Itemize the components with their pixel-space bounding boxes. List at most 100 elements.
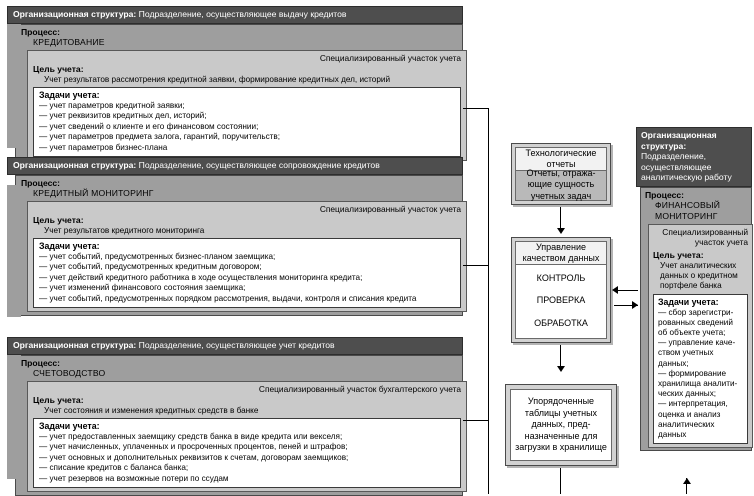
goal-text: Учет результатов рассмотрения кредитной … bbox=[44, 75, 391, 84]
goal-label: Цель учета: bbox=[33, 215, 84, 225]
task-item: — учет параметров бизнес-плана bbox=[39, 142, 168, 152]
task-item: — учет предоставленных заемщику средств … bbox=[39, 432, 343, 441]
specialization-text: Специализированный участок учета bbox=[319, 204, 461, 214]
quality-row: ПРОВЕРКА bbox=[536, 295, 586, 306]
task-item: — учет параметров кредитной заявки; bbox=[39, 101, 185, 110]
arrow-down-icon bbox=[557, 366, 565, 372]
org-structure-label: Организационная структура: bbox=[13, 340, 137, 350]
task-item: — учет реквизитов кредитных дел, историй… bbox=[39, 111, 207, 121]
process-name-line2: МОНИТОРИНГ bbox=[655, 210, 718, 221]
task-item: — учет сведений о клиенте и его финансов… bbox=[39, 121, 259, 131]
goal-label: Цель учета: bbox=[33, 64, 84, 74]
process-name: КРЕДИТОВАНИЕ bbox=[33, 37, 105, 47]
org-structure-label: Организационная структура: bbox=[13, 9, 137, 19]
task-item: — управление каче­ством учетных данных; bbox=[658, 338, 736, 368]
arrow-left-icon bbox=[612, 286, 618, 294]
accounting-area-box: Специализированный участок бухгалтерског… bbox=[27, 381, 467, 493]
org-block-schetovodstvo: Организационная структура: Подразделение… bbox=[7, 337, 467, 496]
org-structure-bar: Организационная структура: Подразделение… bbox=[7, 337, 463, 355]
org-structure-label: Организационная структура: bbox=[13, 160, 137, 170]
block-shadow bbox=[7, 355, 21, 479]
org-block-monitoring: Организационная структура: Подразделение… bbox=[7, 157, 467, 317]
task-item: — интерпретация, оценка и анализ аналити… bbox=[658, 399, 728, 439]
tasks-label: Задачи учета: bbox=[39, 90, 100, 100]
reports-body: Отчеты, отража­ющие сущность учетных зад… bbox=[515, 168, 607, 201]
task-item: — списание кредитов с баланса банка; bbox=[39, 463, 189, 473]
arrow-down-icon bbox=[557, 228, 565, 234]
org-structure-value: Подразделение, осуществляющее учет креди… bbox=[138, 340, 335, 350]
task-item: — сбор зарегистри­рованных сведений об о… bbox=[658, 307, 734, 337]
goal-text: Учет состояния и изменения кредитных сре… bbox=[44, 406, 259, 415]
task-item: — формирование хранилища аналити­ческих … bbox=[658, 368, 738, 399]
arrow-line-out bbox=[614, 305, 638, 306]
org-structure-value: Подразделение, осуществляющее выдачу кре… bbox=[138, 9, 347, 19]
accounting-area-box: Специализированный участок учета Цель уч… bbox=[27, 201, 467, 313]
process-box: Процесс: ФИНАНСОВЫЙ МОНИТОРИНГ Специализ… bbox=[640, 186, 753, 452]
arrow-up-icon bbox=[683, 478, 691, 484]
task-item: — учет событий, предусмотренных кредитны… bbox=[39, 262, 262, 272]
org-block-kreditovanie: Организационная структура: Подразделение… bbox=[7, 6, 467, 166]
org-structure-value: Подразделение, осуществляющее аналитичес… bbox=[641, 151, 732, 182]
process-name: СЧЕТОВОДСТВО bbox=[33, 368, 106, 378]
org-structure-bar: Организационная структура: Подразделение… bbox=[7, 157, 463, 175]
process-name-line1: ФИНАНСОВЫЙ bbox=[655, 199, 721, 210]
connector-stub-3 bbox=[463, 420, 489, 421]
connector-stub-1 bbox=[463, 108, 489, 109]
tasks-box: Задачи учета: — учет предоставленных зае… bbox=[33, 418, 461, 489]
org-block-financial-monitoring: Организационная структура: Подразделение… bbox=[636, 127, 753, 452]
quality-body: КОНТРОЛЬ ПРОВЕРКА ОБРАБОТКА bbox=[515, 265, 607, 339]
flow-box-quality: Управление качеством данных КОНТРОЛЬ ПРО… bbox=[511, 237, 611, 343]
tasks-box: Задачи учета: — учет параметров кредитно… bbox=[33, 87, 461, 158]
task-item: — учет действий кредитного работника в х… bbox=[39, 272, 363, 282]
task-item: — учет событий, предусмотренных порядком… bbox=[39, 293, 417, 303]
process-name: КРЕДИТНЫЙ МОНИТОРИНГ bbox=[33, 188, 154, 198]
org-structure-bar: Организационная структура: Подразделение… bbox=[636, 127, 752, 187]
goal-text: Учет аналитических данных о кредитном по… bbox=[660, 260, 738, 290]
goal-label: Цель учета: bbox=[33, 395, 84, 405]
tasks-box: Задачи учета: — учет событий, предусмотр… bbox=[33, 238, 461, 309]
process-box: Процесс: КРЕДИТНЫЙ МОНИТОРИНГ Специализи… bbox=[15, 175, 467, 317]
process-box: Процесс: КРЕДИТОВАНИЕ Специализированный… bbox=[15, 24, 467, 166]
arrow-line-in bbox=[614, 290, 638, 291]
block-shadow bbox=[7, 24, 21, 148]
goal-label: Цель учета: bbox=[653, 249, 704, 260]
task-item: — учет параметров предмета залога, гаран… bbox=[39, 132, 281, 142]
connector-stub-2 bbox=[463, 265, 489, 266]
tables-text: Упорядоченные таблицы учетных данных, пр… bbox=[510, 389, 612, 461]
goal-text: Учет результатов кредитного мониторинга bbox=[44, 226, 205, 235]
org-structure-bar: Организационная структура: Подразделение… bbox=[7, 6, 463, 24]
flow-box-tables: Упорядоченные таблицы учетных данных, пр… bbox=[505, 384, 617, 466]
tasks-label: Задачи учета: bbox=[39, 421, 100, 431]
accounting-area-box: Специализиро­ванный участок учета Цель у… bbox=[648, 223, 753, 449]
quality-row: ОБРАБОТКА bbox=[534, 317, 588, 328]
quality-row: КОНТРОЛЬ bbox=[536, 272, 586, 283]
task-item: — учет событий, предусмотренных бизнес-п… bbox=[39, 252, 276, 261]
tasks-label: Задачи учета: bbox=[658, 296, 719, 307]
arrow-line-reports-to-quality bbox=[560, 207, 561, 230]
org-structure-label: Организационная структура: bbox=[641, 130, 717, 151]
specialization-text: Специализированный участок бухгалтерског… bbox=[258, 384, 461, 394]
tasks-label: Задачи учета: bbox=[39, 241, 100, 251]
connector-tables-down bbox=[560, 468, 561, 494]
org-structure-value: Подразделение, осуществляющее сопровожде… bbox=[138, 160, 380, 170]
accounting-area-box: Специализированный участок учета Цель уч… bbox=[27, 50, 467, 162]
process-box: Процесс: СЧЕТОВОДСТВО Специализированный… bbox=[15, 355, 467, 496]
tasks-box: Задачи учета: — сбор зарегистри­рованных… bbox=[653, 293, 748, 445]
task-item: — учет изменений финансового состояния з… bbox=[39, 283, 246, 293]
process-label: Процесс: bbox=[21, 178, 61, 188]
process-label: Процесс: bbox=[645, 189, 685, 200]
specialization-text: Специализированный участок учета bbox=[319, 53, 461, 63]
reports-title: Технологические отчеты bbox=[515, 147, 607, 171]
arrow-line-quality-to-tables bbox=[560, 345, 561, 369]
block-shadow bbox=[7, 185, 21, 317]
specialization-text: Специализиро­ванный участок учета bbox=[662, 226, 748, 247]
task-item: — учет резервов на возможные потери по с… bbox=[39, 473, 229, 483]
quality-title: Управление качеством данных bbox=[515, 241, 607, 265]
process-label: Процесс: bbox=[21, 358, 61, 368]
task-item: — учет основных и дополнительных реквизи… bbox=[39, 452, 349, 462]
process-label: Процесс: bbox=[21, 27, 61, 37]
flow-box-reports: Технологические отчеты Отчеты, отража­ющ… bbox=[511, 143, 611, 205]
arrow-right-icon bbox=[632, 301, 638, 309]
task-item: — учет начисленных, уплаченных и просроч… bbox=[39, 442, 348, 452]
connector-right-down bbox=[686, 478, 687, 494]
